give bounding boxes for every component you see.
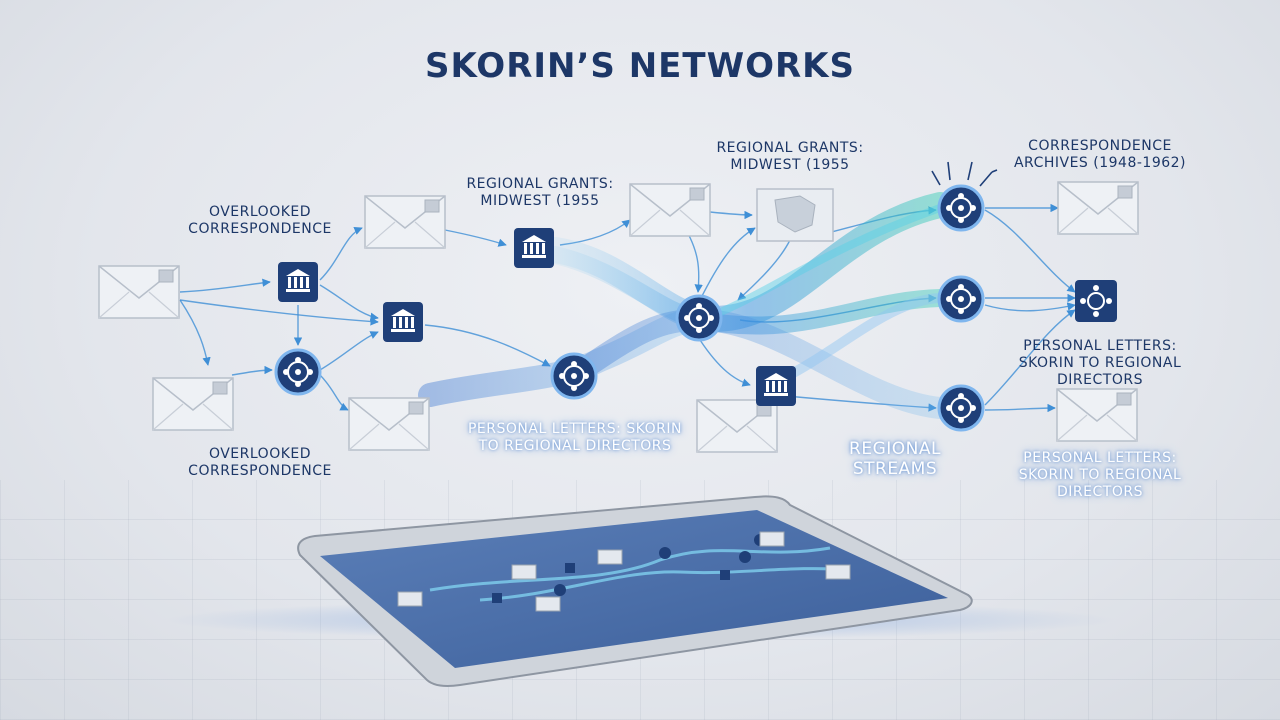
label-regional-streams: REGIONAL STREAMS [849, 439, 941, 479]
tablet-screen-envelopes [397, 531, 851, 612]
connector [709, 210, 753, 220]
connector [737, 239, 791, 301]
label-regional-grants-top: REGIONAL GRANTS: MIDWEST (1955 [716, 140, 864, 173]
bank-icon [514, 228, 554, 268]
connector [179, 299, 211, 366]
label-personal-letters-right-2: PERSONAL LETTERS: SKORIN TO REGIONAL DIR… [1018, 450, 1182, 500]
network-hub-icon [937, 275, 985, 323]
connector [319, 331, 379, 371]
connector [319, 227, 363, 281]
label-personal-letters-right-1: PERSONAL LETTERS: SKORIN TO REGIONAL DIR… [1018, 338, 1182, 388]
network-hub-icon [937, 184, 985, 232]
connector [984, 403, 1056, 413]
label-regional-grants-left: REGIONAL GRANTS: MIDWEST (1955 [466, 176, 614, 209]
envelope-icon [1056, 388, 1138, 442]
signal-sparks [931, 161, 998, 187]
tablet-screen-streams [429, 546, 851, 602]
connector [984, 209, 1076, 293]
connector [984, 302, 1076, 312]
label-overlooked-correspondence-bottom: OVERLOOKED CORRESPONDENCE [188, 446, 332, 479]
envelope-icon [98, 265, 180, 319]
envelope-icon [696, 399, 778, 453]
stream [696, 204, 944, 324]
tablet-screen [320, 510, 948, 668]
network-hub-icon [274, 348, 322, 396]
envelope-icon [152, 377, 234, 431]
network-hub-icon [675, 294, 723, 342]
envelope-icon [629, 183, 711, 237]
bank-icon [383, 302, 423, 342]
network-hub-icon [937, 384, 985, 432]
bank-icon [756, 366, 796, 406]
connector [984, 309, 1076, 406]
envelope-icon [348, 397, 430, 451]
connector [319, 284, 379, 321]
envelope-icon [1057, 181, 1139, 235]
network-hub-icon [1075, 280, 1117, 322]
connector [231, 365, 273, 376]
connector [179, 278, 271, 293]
connector [424, 324, 551, 367]
map-icon [756, 188, 834, 242]
label-personal-letters-center: PERSONAL LETTERS: SKORIN TO REGIONAL DIR… [467, 421, 682, 454]
connector [319, 374, 349, 411]
envelope-icon [364, 195, 446, 249]
connector [444, 229, 507, 247]
connector [179, 299, 379, 326]
connector [699, 339, 751, 387]
stream [775, 293, 945, 385]
label-correspondence-archives: CORRESPONDENCE ARCHIVES (1948-1962) [1013, 138, 1187, 171]
connector [699, 227, 756, 301]
label-overlooked-correspondence-top: OVERLOOKED CORRESPONDENCE [188, 204, 332, 237]
bank-icon [278, 262, 318, 302]
tablet [297, 495, 973, 688]
network-hub-icon [550, 352, 598, 400]
diagram-title: SKORIN’S NETWORKS [424, 46, 856, 86]
